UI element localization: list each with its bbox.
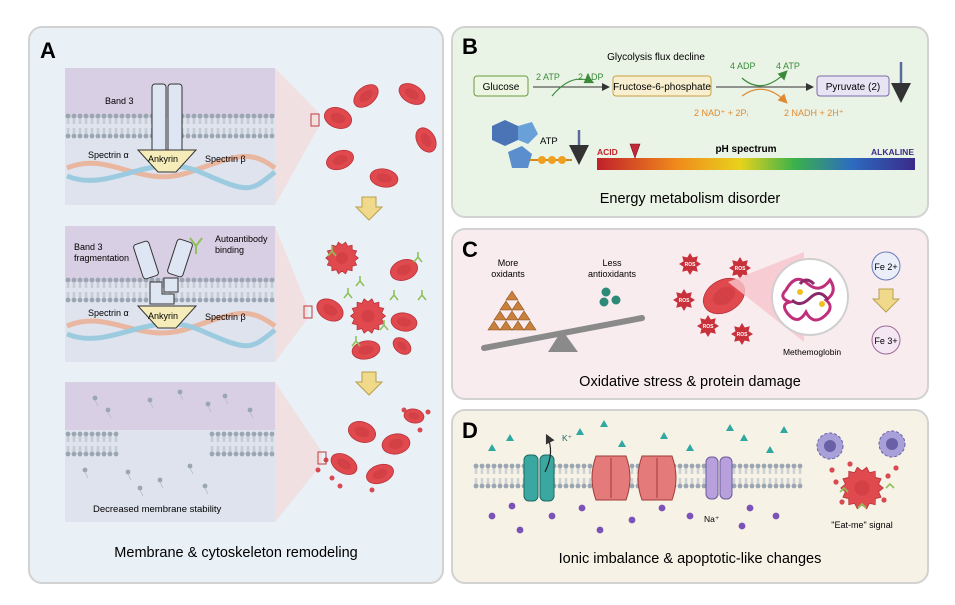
spectrin-a-label: Spectrin α (88, 150, 129, 160)
ion-particles (488, 420, 788, 534)
panel-b-caption: Energy metabolism disorder (600, 191, 781, 207)
band3-frag-label-1: Band 3 (74, 242, 103, 252)
nad-label: 2 NAD⁺ + 2Pᵢ (694, 108, 748, 118)
panel-d-letter: D (462, 418, 478, 443)
decreased-stability-label: Decreased membrane stability (93, 504, 222, 515)
svg-text:ROS: ROS (679, 298, 691, 304)
svg-text:ROS: ROS (737, 332, 749, 338)
rbc-lysed-cluster (315, 407, 431, 493)
callout-wedge-3 (275, 382, 322, 522)
less-antioxidants-2: antioxidants (588, 269, 637, 279)
atp-curve-2 (741, 70, 788, 87)
svg-text:ROS: ROS (735, 266, 747, 272)
panel-c-letter: C (462, 237, 478, 262)
membrane-box-2: Band 3 fragmentation Autoantibody bindin… (65, 226, 277, 362)
fe3-label: Fe 3+ (874, 336, 897, 346)
atp-label: ATP (540, 136, 558, 147)
ankyrin-label-2: Ankyrin (148, 311, 178, 321)
adp4-label: 4 ADP (730, 61, 756, 71)
panel-b (451, 26, 929, 218)
alkaline-label: ALKALINE (871, 147, 914, 157)
seesaw (481, 287, 645, 352)
membrane-box-1: Band 3 Ankyrin Spectrin α Spectrin β (65, 68, 277, 205)
down-arrow-a2 (354, 371, 384, 396)
nadh-label: 2 NADH + 2H⁺ (784, 108, 844, 118)
fe3-circle (871, 325, 901, 355)
eatme-label: "Eat-me" signal (831, 520, 892, 530)
phagocytes (816, 430, 906, 460)
band3-frag-label-2: fragmentation (74, 253, 129, 263)
svg-text:ROS: ROS (685, 262, 697, 268)
panel-b-letter: B (462, 34, 478, 59)
fe2-label: Fe 2+ (874, 262, 897, 272)
pyruvate-label: Pyruvate (2) (826, 82, 880, 93)
ph-title: pH spectrum (715, 144, 776, 155)
rbc-eatme (829, 461, 899, 510)
spectrin-b-label: Spectrin β (205, 154, 246, 164)
autoantibody-label-2: binding (215, 245, 244, 255)
spectrin-a-label-2: Spectrin α (88, 308, 129, 318)
panel-c-caption: Oxidative stress & protein damage (579, 374, 801, 390)
atp2-label: 2 ATP (536, 72, 560, 82)
acid-label: ACID (597, 147, 618, 157)
fe-down-arrow (871, 288, 901, 313)
ros-cluster: ROS ROS ROS ROS ROS (673, 253, 753, 345)
k-label: K⁺ (562, 433, 573, 443)
atp4-label: 4 ATP (776, 61, 800, 71)
panel-a-caption: Membrane & cytoskeleton remodeling (114, 545, 357, 561)
ph-marker (629, 143, 641, 159)
ion-channels (523, 433, 733, 502)
ph-gradient-bar (597, 158, 915, 170)
f6p-label: Fructose-6-phosphate (613, 82, 711, 93)
f6p-box (612, 75, 712, 97)
ankyrin-label: Ankyrin (148, 154, 178, 164)
glucose-label: Glucose (483, 82, 520, 93)
panel-d-caption: Ionic imbalance & apoptotic-like changes (559, 551, 822, 567)
down-arrow-a1 (354, 196, 384, 221)
band3-label: Band 3 (105, 96, 134, 106)
fe2-circle (871, 251, 901, 281)
more-oxidants-1: More (498, 258, 519, 268)
nadh-curve (741, 88, 788, 104)
methemoglobin-label: Methemoglobin (783, 347, 841, 357)
pyruvate-box (816, 75, 890, 97)
callout-wedge-2 (275, 226, 308, 362)
rbc-normal-cluster (310, 83, 437, 188)
callout-wedge-1 (275, 68, 318, 205)
more-oxidants-2: oxidants (491, 269, 525, 279)
less-antioxidants-1: Less (602, 258, 622, 268)
na-label: Na⁺ (704, 514, 720, 524)
glucose-box (473, 75, 529, 97)
panel-a-letter: A (40, 38, 56, 63)
atp-molecule (492, 120, 572, 168)
adp2-label: 2 ADP (578, 72, 604, 82)
membrane-box-3: Decreased membrane stability (65, 382, 275, 522)
glycolysis-title: Glycolysis flux decline (607, 52, 705, 63)
methemoglobin-structure (771, 258, 849, 336)
atp-curve-1 (551, 74, 595, 97)
autoantibody-label-1: Autoantibody (215, 234, 268, 244)
rbc-damaged-cluster (303, 241, 427, 360)
spectrin-b-label-2: Spectrin β (205, 312, 246, 322)
svg-text:ROS: ROS (703, 324, 715, 330)
